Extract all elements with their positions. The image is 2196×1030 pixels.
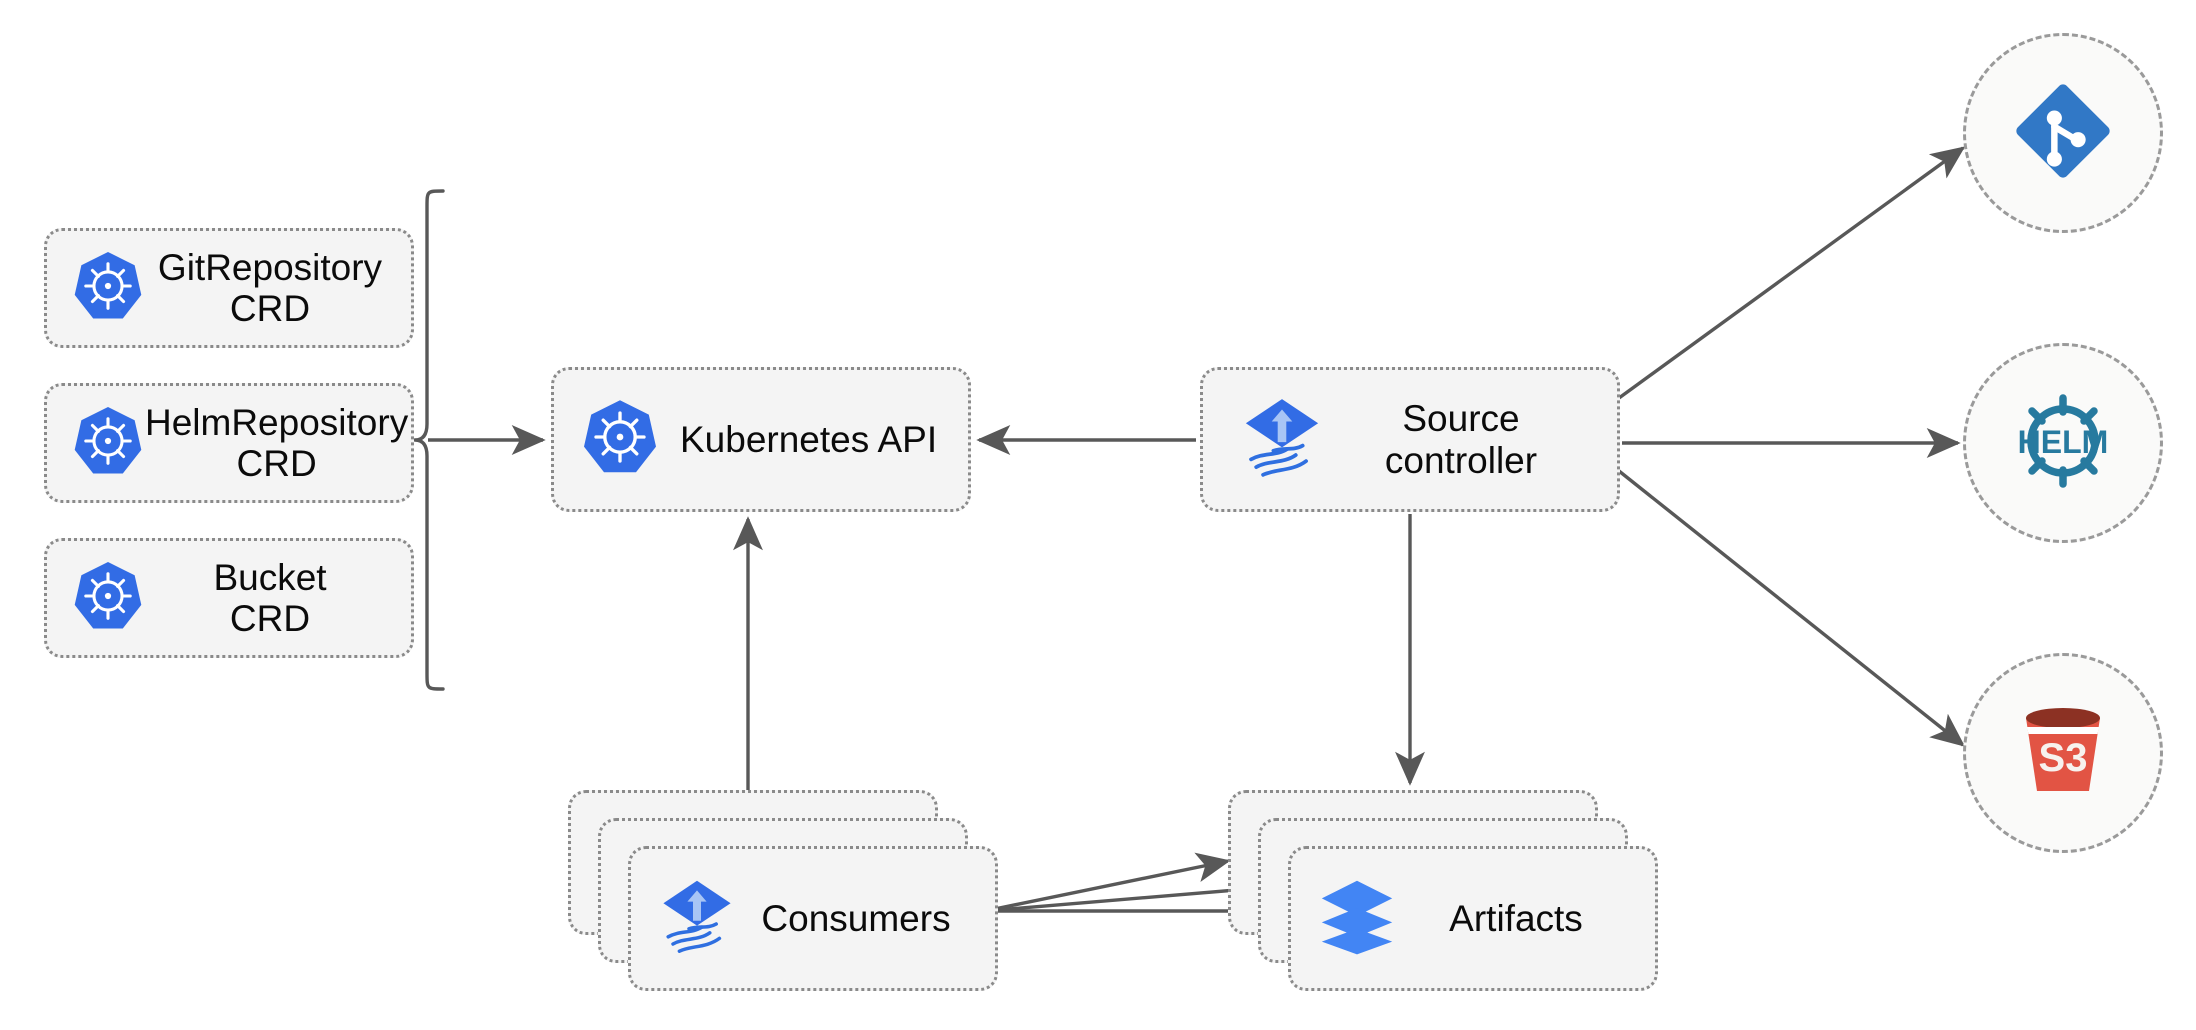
kubernetes-api-node[interactable]: Kubernetes API: [551, 367, 971, 512]
edge-consumers-to-artifacts-1: [984, 852, 1231, 913]
helm-source-node[interactable]: HELM: [1963, 343, 2163, 543]
git-icon: [2009, 77, 2117, 190]
artifacts-label: Artifacts: [1449, 897, 1583, 939]
gitrepository-crd-node[interactable]: GitRepository CRD: [44, 228, 414, 348]
consumers-label: Consumers: [761, 897, 951, 939]
helmrepository-crd-label: HelmRepository CRD: [145, 401, 409, 484]
kubernetes-icon: [71, 404, 145, 483]
edge-source-to-git: [1618, 146, 1966, 400]
helm-icon: HELM: [2003, 381, 2123, 506]
kubernetes-api-label: Kubernetes API: [680, 418, 938, 460]
consumers-card-front[interactable]: Consumers: [628, 846, 998, 991]
s3-wordmark: S3: [2039, 736, 2088, 780]
s3-icon: S3: [2003, 691, 2123, 816]
bucket-crd-label: Bucket CRD: [213, 556, 327, 639]
s3-source-node[interactable]: S3: [1963, 653, 2163, 853]
source-controller-label: Source controller: [1384, 398, 1538, 481]
flux-icon: [657, 876, 737, 961]
flux-icon: [1239, 394, 1325, 485]
kubernetes-icon: [71, 249, 145, 328]
edge-source-to-s3: [1617, 469, 1966, 747]
artifacts-card-front[interactable]: Artifacts: [1288, 846, 1658, 991]
artifacts-node[interactable]: Artifacts: [1228, 790, 1658, 991]
layers-icon: [1317, 876, 1397, 961]
kubernetes-icon: [71, 559, 145, 638]
bucket-crd-node[interactable]: Bucket CRD: [44, 538, 414, 658]
gitrepository-crd-label: GitRepository CRD: [157, 246, 383, 329]
helm-wordmark: HELM: [2018, 424, 2109, 460]
consumers-node[interactable]: Consumers: [568, 790, 998, 991]
edge-consumers-to-artifacts-2: [984, 875, 1263, 913]
kubernetes-icon: [580, 397, 660, 482]
source-controller-node[interactable]: Source controller: [1200, 367, 1620, 512]
crd-group-bracket: [413, 189, 445, 691]
git-source-node[interactable]: [1963, 33, 2163, 233]
helmrepository-crd-node[interactable]: HelmRepository CRD: [44, 383, 414, 503]
